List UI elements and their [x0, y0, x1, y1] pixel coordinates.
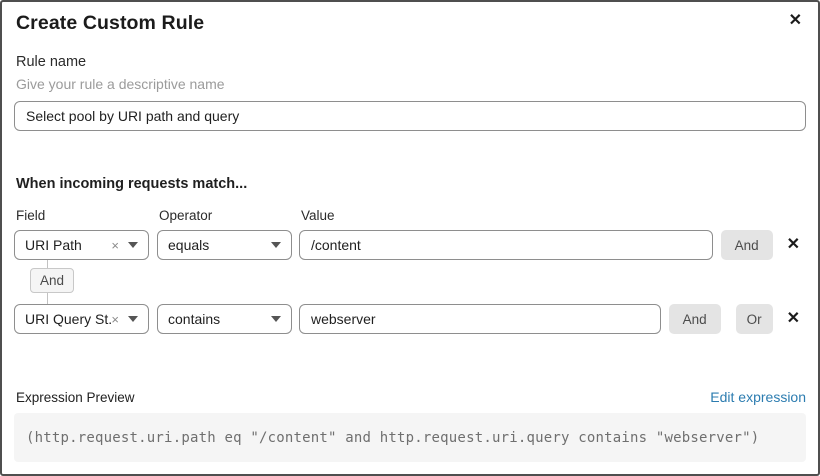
value-input[interactable] [299, 304, 661, 334]
expression-preview-header: Expression Preview Edit expression [16, 389, 806, 405]
chevron-down-icon [128, 242, 138, 248]
condition-connector: And [14, 260, 806, 304]
add-and-condition-button[interactable]: And [668, 304, 721, 334]
condition-row: URI Query St... × contains And Or ✕ [14, 304, 806, 334]
edit-expression-link[interactable]: Edit expression [710, 389, 806, 405]
add-or-condition-button[interactable]: Or [735, 304, 773, 334]
connector-and-badge: And [30, 268, 75, 293]
expression-preview-label: Expression Preview [16, 390, 135, 405]
operator-select[interactable]: contains [157, 304, 292, 334]
value-column-label: Value [301, 208, 335, 223]
dialog-title: Create Custom Rule [16, 12, 205, 34]
match-section-heading: When incoming requests match... [16, 176, 248, 192]
chevron-down-icon [271, 242, 281, 248]
remove-condition-icon[interactable]: ✕ [786, 310, 800, 327]
rule-name-input[interactable] [14, 101, 806, 131]
chevron-down-icon [128, 316, 138, 322]
field-column-label: Field [16, 208, 46, 223]
condition-row: URI Path × equals And ✕ [14, 230, 806, 260]
rule-name-label: Rule name [16, 54, 87, 70]
operator-select-value: equals [168, 237, 210, 253]
field-select[interactable]: URI Path × [14, 230, 149, 260]
operator-column-label: Operator [159, 208, 213, 223]
add-and-condition-button[interactable]: And [720, 230, 773, 260]
clear-icon[interactable]: × [111, 237, 119, 253]
field-select-value: URI Path [25, 237, 82, 253]
field-select-value: URI Query St... [25, 311, 112, 327]
operator-select-value: contains [168, 311, 221, 327]
chevron-down-icon [271, 316, 281, 322]
operator-select[interactable]: equals [157, 230, 292, 260]
clear-icon[interactable]: × [111, 311, 119, 327]
field-select[interactable]: URI Query St... × [14, 304, 149, 334]
expression-code: (http.request.uri.path eq "/content" and… [26, 429, 760, 446]
remove-condition-icon[interactable]: ✕ [786, 236, 800, 253]
expression-code-block: (http.request.uri.path eq "/content" and… [14, 413, 806, 462]
close-icon[interactable]: ✕ [785, 9, 806, 33]
rule-name-description: Give your rule a descriptive name [16, 76, 225, 92]
value-input[interactable] [299, 230, 713, 260]
condition-column-labels: Field Operator Value [16, 208, 806, 223]
